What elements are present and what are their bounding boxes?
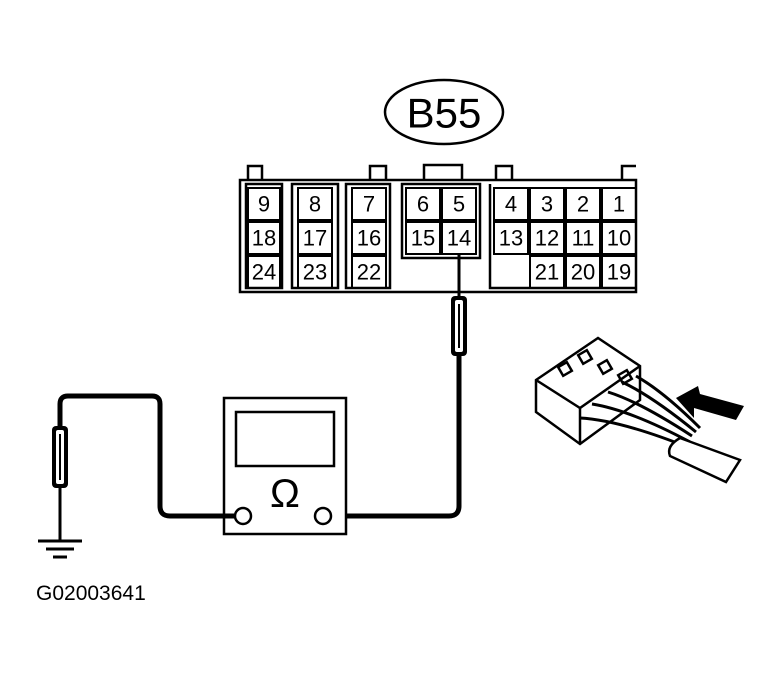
connector-pin-labels: 9 18 24 8 17 23 7 16 22 6 15 5 14 4 13 3… [252, 192, 631, 285]
pin-17: 17 [303, 226, 327, 251]
pin-10: 10 [607, 226, 631, 251]
connector-label-text: B55 [407, 90, 482, 137]
pin-22: 22 [357, 260, 381, 285]
ohm-symbol: Ω [270, 472, 300, 516]
pin-6: 6 [417, 192, 429, 217]
ground-probe-icon [52, 426, 68, 540]
pin-7: 7 [363, 192, 375, 217]
pin-24: 24 [252, 260, 276, 285]
pin-15: 15 [411, 226, 435, 251]
pin-5: 5 [453, 192, 465, 217]
pin-21: 21 [535, 260, 559, 285]
pin-18: 18 [252, 226, 276, 251]
pin-14: 14 [447, 226, 471, 251]
pin-11: 11 [572, 226, 595, 251]
pin-13: 13 [499, 226, 523, 251]
pin-9: 9 [258, 192, 270, 217]
pin-16: 16 [357, 226, 381, 251]
ohmmeter-icon: Ω [222, 396, 348, 536]
pin-3: 3 [541, 192, 553, 217]
meter-terminal-right [313, 506, 333, 526]
pin-12: 12 [535, 226, 559, 251]
connector-pins [247, 187, 637, 289]
probe-icon [451, 254, 467, 356]
pin-2: 2 [577, 192, 589, 217]
pin-1: 1 [613, 192, 625, 217]
meter-terminal-left [233, 506, 253, 526]
pin-4: 4 [505, 192, 517, 217]
pin-23: 23 [303, 260, 327, 285]
positive-test-lead [330, 356, 462, 519]
pin-8: 8 [309, 192, 321, 217]
rear-view-connector-icon [534, 336, 742, 484]
arrow-icon [676, 386, 744, 420]
pin-20: 20 [571, 260, 595, 285]
connector-label-oval [383, 78, 505, 146]
figure-code: G02003641 [36, 582, 146, 605]
negative-test-lead [57, 393, 235, 519]
connector-label: B55 [383, 78, 505, 146]
ground-symbol-icon [38, 539, 82, 559]
pin-19: 19 [607, 260, 631, 285]
